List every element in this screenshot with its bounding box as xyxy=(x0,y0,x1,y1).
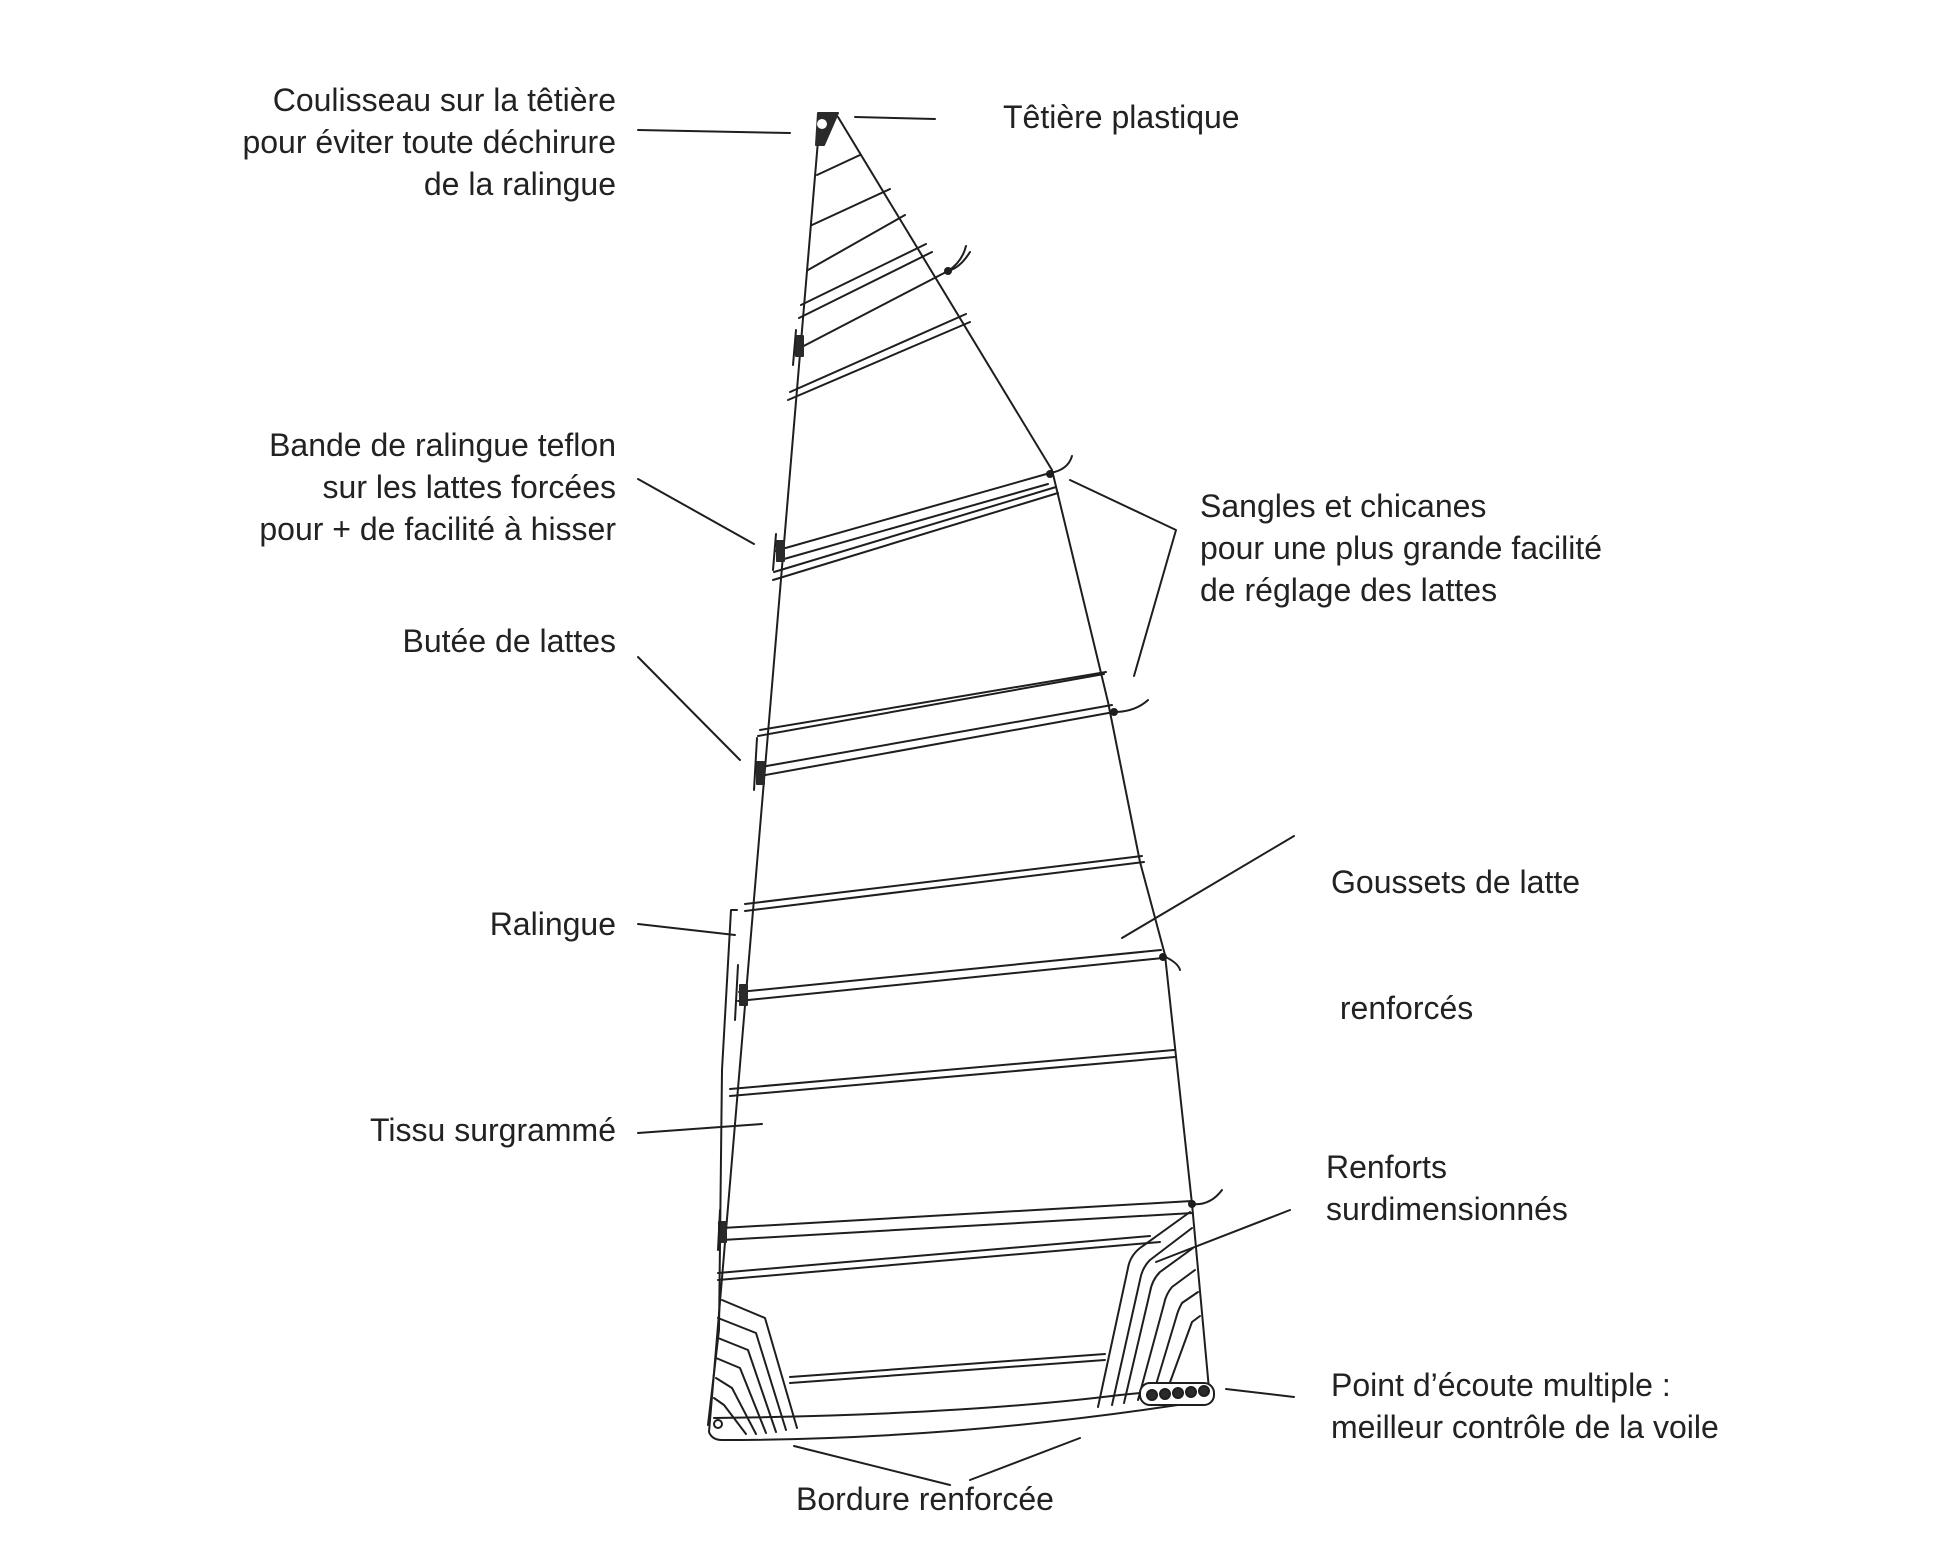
label-bordure-line-1: Bordure renforcée xyxy=(796,1481,1054,1517)
leader-tissu xyxy=(637,1123,763,1134)
label-bande-line-2: sur les lattes forcées xyxy=(322,469,616,505)
label-tissu-line-1: Tissu surgrammé xyxy=(370,1112,616,1148)
bolt-rope xyxy=(707,909,738,1426)
label-tetiere-line-1: Têtière plastique xyxy=(1003,99,1240,135)
sail-leech xyxy=(837,116,1211,1401)
label-bande-line-3: pour + de facilité à hisser xyxy=(259,511,616,547)
head-board xyxy=(815,112,839,146)
label-coulisseau-line-1: Coulisseau sur la têtière xyxy=(272,82,616,118)
label-tissu: Tissu surgrammé xyxy=(370,1109,616,1151)
label-ralingue-line-1: Ralingue xyxy=(489,906,616,942)
label-butee: Butée de lattes xyxy=(403,620,616,662)
label-renforts-line-2: surdimensionnés xyxy=(1326,1191,1568,1227)
label-renforts-line-1: Renforts xyxy=(1326,1149,1447,1185)
batten-straps xyxy=(944,245,1223,1208)
leader-ralingue xyxy=(637,923,736,936)
batten-end-fittings xyxy=(718,335,804,1243)
leader-tetiere xyxy=(854,116,936,120)
label-bande-line-1: Bande de ralingue teflon xyxy=(269,427,616,463)
label-butee-line-1: Butée de lattes xyxy=(402,623,616,659)
clew-reinforcement xyxy=(1097,1211,1201,1408)
label-goussets: Goussets de latte renforcés xyxy=(1331,777,1580,1071)
battens xyxy=(717,472,1194,1384)
clew-ring-plate xyxy=(1139,1382,1215,1406)
label-renforts: Renforts surdimensionnés xyxy=(1326,1146,1568,1230)
sail-foot xyxy=(721,1399,1211,1441)
label-coulisseau: Coulisseau sur la têtière pour éviter to… xyxy=(242,79,616,205)
label-sangles-line-3: de réglage des lattes xyxy=(1200,572,1498,608)
label-tetiere: Têtière plastique xyxy=(1003,96,1240,138)
leader-lines xyxy=(637,116,1295,1486)
label-point-ecoute-line-1: Point d’écoute multiple : xyxy=(1331,1367,1671,1403)
label-bordure: Bordure renforcée xyxy=(760,1478,1090,1520)
sail-luff xyxy=(708,116,821,1441)
label-sangles: Sangles et chicanes pour une plus grande… xyxy=(1200,485,1602,611)
label-point-ecoute-line-2: meilleur contrôle de la voile xyxy=(1331,1409,1719,1445)
leader-goussets xyxy=(1121,835,1295,939)
leader-renforts xyxy=(1155,1209,1291,1263)
label-point-ecoute: Point d’écoute multiple : meilleur contr… xyxy=(1331,1364,1719,1448)
label-ralingue: Ralingue xyxy=(490,903,616,945)
luff-tapes xyxy=(717,329,797,1251)
label-sangles-line-2: pour une plus grande facilité xyxy=(1200,530,1603,566)
leader-butee xyxy=(637,656,741,761)
label-coulisseau-line-3: de la ralingue xyxy=(423,166,616,202)
top-panels xyxy=(787,154,971,401)
label-goussets-line-2: renforcés xyxy=(1331,990,1474,1026)
leader-coulisseau xyxy=(637,129,791,134)
label-coulisseau-line-2: pour éviter toute déchirure xyxy=(242,124,616,160)
leader-bande xyxy=(637,478,755,545)
label-goussets-line-1: Goussets de latte xyxy=(1331,864,1581,900)
label-bande: Bande de ralingue teflon sur les lattes … xyxy=(259,424,616,550)
leader-bordure-right xyxy=(969,1437,1081,1481)
leader-point-ecoute xyxy=(1225,1388,1295,1398)
tack-reinforcement xyxy=(713,1299,798,1435)
leader-sangles xyxy=(1069,479,1177,677)
label-sangles-line-1: Sangles et chicanes xyxy=(1200,488,1487,524)
leader-bordure-left xyxy=(793,1445,951,1486)
